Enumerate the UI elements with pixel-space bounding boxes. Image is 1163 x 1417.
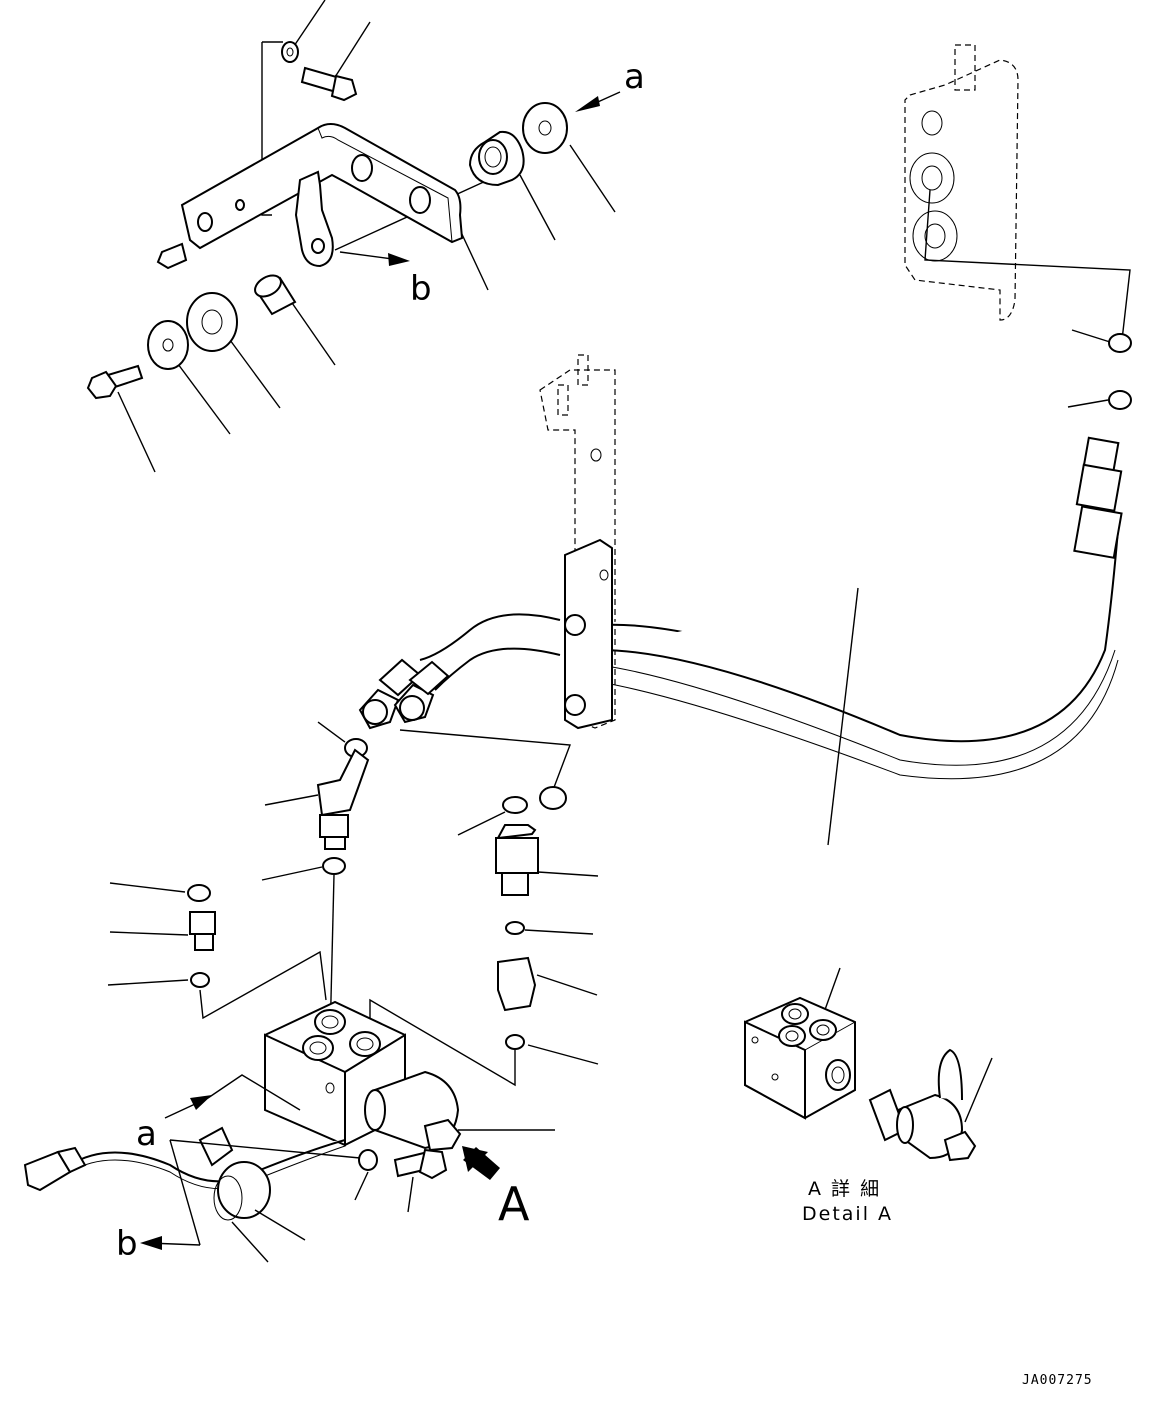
spacer-collar bbox=[468, 130, 525, 187]
bolt-lower bbox=[86, 364, 144, 400]
mounting-plate-phantom bbox=[904, 44, 1132, 410]
spacer-tube bbox=[254, 274, 297, 316]
harness-clamp bbox=[198, 1126, 306, 1263]
plug-fitting bbox=[109, 911, 216, 951]
support-post-phantom bbox=[539, 354, 616, 729]
arrow-a-top bbox=[575, 91, 621, 112]
arrow-a-left bbox=[164, 1074, 301, 1119]
arrow-b-left bbox=[140, 1236, 201, 1250]
adapter-fitting bbox=[497, 956, 598, 1012]
washer-large-top bbox=[522, 102, 568, 154]
detail-A-view: A 詳 細 Detail A bbox=[744, 967, 993, 1225]
elbow-fitting bbox=[264, 748, 370, 850]
connector-plug bbox=[23, 1146, 87, 1192]
hose-fitting-left bbox=[358, 658, 450, 730]
hose-clamp-block bbox=[564, 538, 613, 730]
callout-a-left: a bbox=[136, 1114, 157, 1154]
washer-thick bbox=[186, 292, 238, 352]
clamp bbox=[294, 170, 334, 268]
arrow-b-top bbox=[339, 251, 410, 266]
bolt-valve bbox=[393, 1148, 448, 1213]
callout-view-A: A bbox=[498, 1177, 530, 1231]
bolt-top bbox=[300, 66, 358, 102]
drawing-code: JA007275 bbox=[1022, 1373, 1093, 1388]
detail-label-en: Detail A bbox=[802, 1203, 893, 1225]
hose-fitting-right bbox=[1073, 436, 1123, 559]
callout-b-top: b bbox=[410, 269, 432, 309]
detail-label-jp: A 詳 細 bbox=[808, 1178, 881, 1200]
tee-fitting bbox=[495, 824, 599, 896]
hose-pair bbox=[317, 436, 1123, 846]
wire-harness bbox=[23, 1139, 346, 1192]
detail-solenoid-cartridge bbox=[868, 1048, 993, 1162]
callout-b-left: b bbox=[116, 1224, 138, 1264]
solenoid-valve-block bbox=[264, 1000, 555, 1152]
washer-flat bbox=[147, 320, 189, 370]
l-bracket bbox=[156, 123, 464, 270]
view-arrow-A bbox=[462, 1146, 500, 1180]
bracket-assembly: a b bbox=[86, 0, 645, 473]
callout-a-top: a bbox=[624, 57, 645, 97]
